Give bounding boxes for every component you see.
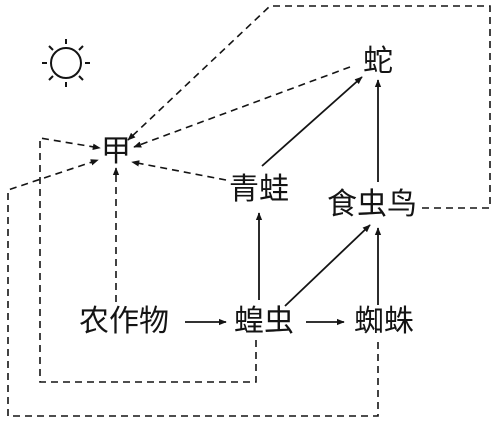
edge-bird-jia xyxy=(127,5,491,209)
node-jia: 甲 xyxy=(101,134,131,169)
node-spider: 蜘蛛 xyxy=(354,304,414,339)
edge-snake-jia xyxy=(133,66,351,148)
edge-frog-jia xyxy=(131,160,227,181)
node-locust: 蝗虫 xyxy=(234,304,294,339)
edge-frog-snake xyxy=(261,76,363,167)
edge-spider-jia xyxy=(7,159,379,417)
edge-locust-jia xyxy=(39,137,257,383)
node-frog: 青蛙 xyxy=(229,172,289,207)
edge-locust-bird xyxy=(284,224,371,307)
node-bird: 食虫鸟 xyxy=(327,187,417,222)
node-snake: 蛇 xyxy=(363,44,393,79)
node-crop: 农作物 xyxy=(79,304,169,339)
sun-icon xyxy=(42,39,90,87)
